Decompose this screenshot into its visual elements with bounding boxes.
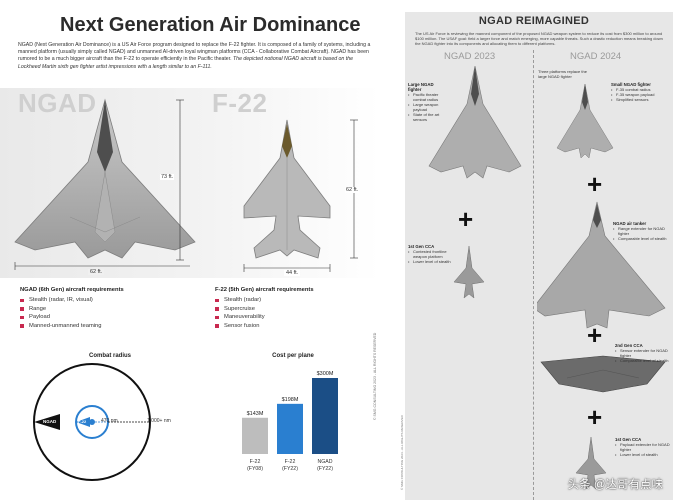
- column-head-2023: NGAD 2023: [444, 51, 496, 62]
- f22-requirement-item: Stealth (radar): [215, 296, 314, 305]
- watermark: 头条 @达哥有点味: [567, 479, 663, 491]
- first-cca-2024-annotation: 1st Gen CCA Payload extender for NGAD fi…: [615, 437, 670, 457]
- cost-chart-title: Cost per plane: [272, 353, 314, 359]
- ngad-length-label: 73 ft.: [160, 174, 175, 180]
- column-head-2024: NGAD 2024: [570, 51, 622, 62]
- page-title: Next Generation Air Dominance: [60, 14, 361, 36]
- cost-bar-category: (FY22): [317, 466, 333, 472]
- second-cca-annotation: 2nd Gen CCA Sensor extender for NGAD fig…: [615, 343, 670, 363]
- ngad-radius-tag: NGAD: [43, 419, 57, 424]
- right-intro: The US Air Force is reviewing the manned…: [415, 31, 663, 47]
- cost-bar-category: NGAD: [318, 459, 333, 465]
- f22-aircraft-illustration: [243, 119, 331, 259]
- air-tanker-annotation: NGAD air tanker Range extender for NGAD …: [613, 221, 668, 241]
- right-copyright: © SMG CONSULTING 2024 - ALL RIGHTS RESER…: [400, 415, 404, 490]
- f22-dimension-lines: [243, 119, 358, 272]
- ngad-requirement-item: Manned-unmanned teaming: [20, 322, 124, 331]
- second-gen-cca-aircraft: [540, 355, 666, 393]
- cca-2023-aircraft: [453, 245, 485, 299]
- cost-chart: $143MF-22(FY08)$198MF-22(FY22)$300MNGAD(…: [242, 371, 338, 472]
- ngad-requirements-title: NGAD (6th Gen) aircraft requirements: [20, 287, 124, 293]
- ngad-label: NGAD: [18, 88, 97, 118]
- intro-paragraph: NGAD (Next Generation Air Dominance) is …: [18, 42, 371, 70]
- right-title: NGAD REIMAGINED: [478, 15, 590, 27]
- f22-requirement-item: Supercruise: [215, 305, 314, 314]
- ngad-dimension-lines: [14, 99, 190, 270]
- ngad-requirement-item: Stealth (radar, IR, visual): [20, 296, 124, 305]
- ngad-span-label: 62 ft.: [88, 269, 105, 275]
- large-fighter-annotation: Large NGAD fighter Pacific theater comba…: [408, 82, 448, 122]
- first-gen-cca-2024-aircraft: [575, 436, 607, 490]
- f22-span-label: 44 ft.: [284, 270, 301, 276]
- cost-bar-value: $300M: [317, 371, 334, 377]
- ngad-2023-aircraft: [428, 65, 522, 179]
- f22-radius-value: 470 nm: [101, 418, 118, 424]
- ngad-requirement-item: Range: [20, 305, 124, 314]
- cost-bar: [242, 417, 268, 454]
- f22-requirements: F-22 (5th Gen) aircraft requirements Ste…: [215, 287, 314, 330]
- three-platforms-note: Three platforms replace the large NGAD f…: [538, 69, 587, 79]
- f22-requirement-item: Sensor fusion: [215, 322, 314, 331]
- ngad-aircraft-illustration: [14, 98, 196, 259]
- cost-bar-category: F-22: [285, 459, 296, 465]
- column-divider: [533, 50, 534, 500]
- ngad-2024-fighter: [556, 83, 614, 159]
- ngad-requirement-item: Payload: [20, 313, 124, 322]
- cost-bar-category: (FY22): [282, 466, 298, 472]
- plus-icon: +: [587, 402, 603, 432]
- cost-bar-value: $198M: [282, 397, 299, 403]
- cost-bar: [312, 378, 338, 454]
- ngad-requirements: NGAD (6th Gen) aircraft requirements Ste…: [20, 287, 124, 330]
- plus-icon: +: [587, 169, 603, 199]
- plus-icon: +: [587, 320, 603, 350]
- left-copyright: © SMG CONSULTING 2023 - ALL RIGHTS RESER…: [373, 332, 377, 420]
- ngad-air-tanker: [537, 201, 666, 329]
- ngad-radius-value: 1,000+ nm: [147, 418, 171, 424]
- cost-bar: [277, 403, 303, 454]
- f22-requirement-item: Maneuverability: [215, 313, 314, 322]
- cca-2023-annotation: 1st Gen CCA Contested frontline weapon p…: [408, 244, 453, 264]
- combat-radius-diagram: [33, 363, 151, 481]
- cost-bar-category: (FY08): [247, 466, 263, 472]
- f22-label: F-22: [212, 88, 268, 118]
- plus-icon: +: [458, 204, 474, 234]
- combat-radius-title: Combat radius: [88, 353, 131, 359]
- f22-radius-tag: F-22: [78, 419, 87, 424]
- cost-bar-value: $143M: [247, 411, 264, 417]
- small-fighter-annotation: Small NGAD fighter F-35 combat radius F-…: [611, 82, 666, 102]
- f22-length-label: 62 ft.: [345, 187, 360, 193]
- cost-bar-category: F-22: [250, 459, 261, 465]
- f22-requirements-title: F-22 (5th Gen) aircraft requirements: [215, 287, 314, 293]
